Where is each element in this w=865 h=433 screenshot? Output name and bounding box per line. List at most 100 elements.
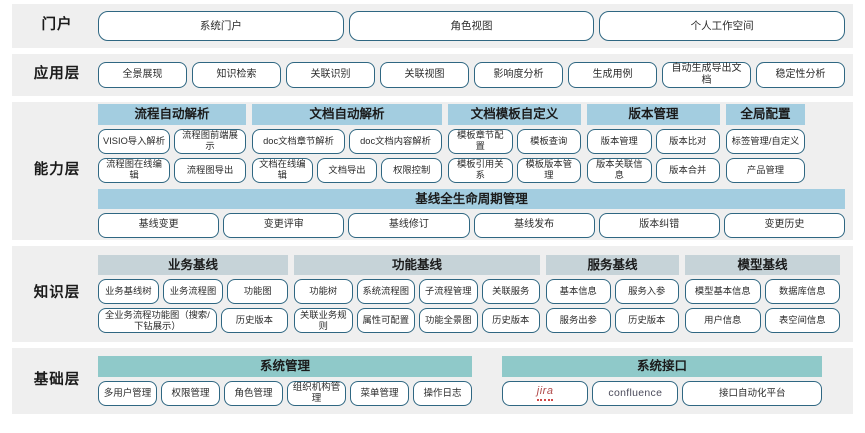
app-item-generate-case[interactable]: 生成用例 [568,62,657,88]
cap-item-template-reference-relation[interactable]: 模板引用关系 [448,157,513,183]
group-row: 功能树 系统流程图 子流程管理 关联服务 [294,279,540,305]
cap-item-flowchart-online-edit[interactable]: 流程图在线编辑 [98,157,170,183]
cap-item-doc-online-edit[interactable]: 文档在线编辑 [252,157,313,183]
cap-item-flowchart-frontend-display[interactable]: 流程图前端展示 [174,128,246,154]
group-row: doc文档章节解析 doc文档内容解析 [252,128,442,154]
portal-item-role-view[interactable]: 角色视图 [348,11,595,41]
cap-item-version-merge[interactable]: 版本合并 [655,157,720,183]
cap-item-template-chapter-config[interactable]: 模板章节配置 [448,128,513,154]
group-title-model-baseline: 模型基线 [685,254,840,276]
app-item-auto-export-doc[interactable]: 自动生成导出文档 [662,62,751,88]
base-item-operation-log[interactable]: 操作日志 [413,380,472,406]
cap-item-version-relation-info[interactable]: 版本关联信息 [587,157,652,183]
lifecycle-item-change-review[interactable]: 变更评审 [223,212,345,238]
know-item-database-info[interactable]: 数据库信息 [764,279,840,305]
know-item-business-flowchart[interactable]: 业务流程图 [162,279,224,305]
know-item-history-version-service[interactable]: 历史版本 [614,308,679,334]
know-item-service-input-param[interactable]: 服务入参 [614,279,679,305]
base-group-list: 系统管理 多用户管理 权限管理 角色管理 组织机构管理 菜单管理 操作日志 系统… [98,356,845,406]
know-item-business-baseline-tree[interactable]: 业务基线树 [98,279,159,305]
know-item-subprocess-manage[interactable]: 子流程管理 [419,279,478,305]
portal-item-personal-workspace[interactable]: 个人工作空间 [599,11,846,41]
know-item-function-tree[interactable]: 功能树 [294,279,353,305]
know-item-model-basic-info[interactable]: 模型基本信息 [685,279,761,305]
app-item-relation-recognition[interactable]: 关联识别 [286,62,375,88]
knowledge-group-service-baseline: 服务基线 基本信息 服务入参 服务出参 历史版本 [546,254,679,334]
know-item-related-business-rule[interactable]: 关联业务规则 [294,308,353,334]
app-item-panorama[interactable]: 全景展现 [98,62,187,88]
capability-lifecycle-strip: 基线全生命周期管理 基线变更 变更评审 基线修订 基线发布 版本纠错 变更历史 [98,188,846,238]
knowledge-group-list: 业务基线 业务基线树 业务流程图 功能图 全业务流程功能图（搜索/下钻展示） 历… [98,254,845,334]
cap-item-doc-chapter-parse[interactable]: doc文档章节解析 [252,128,345,154]
app-item-stability-analysis[interactable]: 稳定性分析 [756,62,845,88]
know-item-basic-info[interactable]: 基本信息 [546,279,611,305]
group-title-business-baseline: 业务基线 [98,254,288,276]
capability-group-process-parse: 流程自动解析 VISIO导入解析 流程图前端展示 流程图在线编辑 流程图导出 [98,104,246,183]
capability-group-version-manage: 版本管理 版本管理 版本比对 版本关联信息 版本合并 [587,104,720,183]
group-title-doc-parse: 文档自动解析 [252,104,442,125]
lifecycle-item-baseline-change[interactable]: 基线变更 [98,212,220,238]
base-item-jira[interactable]: jira [502,380,589,406]
group-row: 业务基线树 业务流程图 功能图 [98,279,289,305]
layer-body-capability: 流程自动解析 VISIO导入解析 流程图前端展示 流程图在线编辑 流程图导出 文… [98,104,846,238]
group-row: 版本管理 版本比对 [587,128,720,154]
layer-label-application: 应用层 [33,66,81,83]
lifecycle-item-change-history[interactable]: 变更历史 [723,212,846,238]
know-item-system-flowchart[interactable]: 系统流程图 [356,279,415,305]
cap-item-doc-content-parse[interactable]: doc文档内容解析 [349,128,442,154]
know-item-attribute-configurable[interactable]: 属性可配置 [356,308,415,334]
portal-item-system-portal[interactable]: 系统门户 [98,11,344,41]
cap-item-template-version-manage[interactable]: 模板版本管理 [516,157,581,183]
group-row: 关联业务规则 属性可配置 功能全景图 历史版本 [294,308,540,334]
cap-item-version-compare[interactable]: 版本比对 [655,128,720,154]
app-item-relation-view[interactable]: 关联视图 [380,62,469,88]
group-row: 模板引用关系 模板版本管理 [448,157,581,183]
know-item-service-output-param[interactable]: 服务出参 [546,308,611,334]
know-item-function-chart[interactable]: 功能图 [227,279,289,305]
lifecycle-item-baseline-release[interactable]: 基线发布 [473,212,595,238]
group-row: 标签管理/自定义 [726,128,805,154]
layer-body-knowledge: 业务基线 业务基线树 业务流程图 功能图 全业务流程功能图（搜索/下钻展示） 历… [98,254,845,334]
group-row: 文档在线编辑 文档导出 权限控制 [252,157,443,183]
base-item-confluence[interactable]: confluence [592,380,679,406]
lifecycle-item-baseline-revision[interactable]: 基线修订 [348,212,470,238]
cap-item-product-manage[interactable]: 产品管理 [726,157,805,183]
group-title-version-manage: 版本管理 [587,104,720,125]
group-title-global-config: 全局配置 [726,104,805,125]
base-item-org-structure-manage[interactable]: 组织机构管理 [287,380,346,406]
group-row: jira confluence 接口自动化平台 [502,380,822,406]
capability-group-doc-template: 文档模板自定义 模板章节配置 模板查询 模板引用关系 模板版本管理 [448,104,581,183]
know-item-user-info[interactable]: 用户信息 [685,308,761,334]
cap-item-doc-export[interactable]: 文档导出 [316,157,378,183]
group-title-baseline-lifecycle: 基线全生命周期管理 [98,188,845,209]
know-item-related-service[interactable]: 关联服务 [481,279,540,305]
cap-item-template-query[interactable]: 模板查询 [516,128,581,154]
base-item-multi-user-manage[interactable]: 多用户管理 [98,380,157,406]
layer-label-knowledge: 知识层 [33,285,81,302]
cap-item-visio-import-parse[interactable]: VISIO导入解析 [98,128,170,154]
know-item-tablespace-info[interactable]: 表空间信息 [764,308,840,334]
group-row: 用户信息 表空间信息 [685,308,840,334]
know-item-full-business-process-function-chart[interactable]: 全业务流程功能图（搜索/下钻展示） [98,308,217,334]
cap-item-version-manage[interactable]: 版本管理 [587,128,652,154]
base-item-interface-automation-platform[interactable]: 接口自动化平台 [682,380,822,406]
know-item-history-version-function[interactable]: 历史版本 [481,308,540,334]
capability-group-list: 流程自动解析 VISIO导入解析 流程图前端展示 流程图在线编辑 流程图导出 文… [98,104,845,183]
lifecycle-item-version-correction[interactable]: 版本纠错 [598,212,720,238]
cap-item-tag-manage-custom[interactable]: 标签管理/自定义 [726,128,805,154]
cap-item-flowchart-export[interactable]: 流程图导出 [174,157,246,183]
application-item-row: 全景展现 知识检索 关联识别 关联视图 影响度分析 生成用例 自动生成导出文档 … [98,62,845,88]
group-title-process-parse: 流程自动解析 [98,104,246,125]
know-item-history-version-business[interactable]: 历史版本 [220,308,288,334]
cap-item-permission-control[interactable]: 权限控制 [381,157,443,183]
app-item-knowledge-search[interactable]: 知识检索 [192,62,281,88]
know-item-function-panorama[interactable]: 功能全景图 [419,308,478,334]
base-item-role-manage[interactable]: 角色管理 [224,380,283,406]
base-item-menu-manage[interactable]: 菜单管理 [350,380,409,406]
capability-group-global-config: 全局配置 标签管理/自定义 产品管理 [726,104,805,183]
group-title-doc-template: 文档模板自定义 [448,104,581,125]
knowledge-group-business-baseline: 业务基线 业务基线树 业务流程图 功能图 全业务流程功能图（搜索/下钻展示） 历… [98,254,289,334]
base-item-permission-manage[interactable]: 权限管理 [161,380,220,406]
capability-group-doc-parse: 文档自动解析 doc文档章节解析 doc文档内容解析 文档在线编辑 文档导出 权… [252,104,443,183]
app-item-impact-analysis[interactable]: 影响度分析 [474,62,563,88]
